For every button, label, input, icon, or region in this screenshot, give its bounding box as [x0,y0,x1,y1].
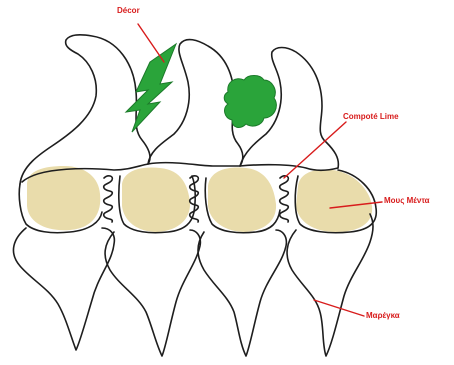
label-compote-lime: Compoté Lime [343,112,399,121]
mousse-fill-1 [27,166,100,230]
decor-green-blob [224,76,276,128]
compote-spiral-1 [104,176,113,222]
bottom-shell-3 [198,230,286,356]
decor-lightning-shard [126,44,176,132]
decor-leader-line [138,24,164,62]
compote-spiral-3 [280,176,289,222]
bottom-shell-4 [287,214,373,356]
label-marengka: Μαρέγκα [366,311,400,320]
bottom-shell-1 [13,228,114,350]
mousse-fill-4 [296,170,372,232]
label-decor: Décor [117,6,140,15]
bottom-shell-2 [105,230,200,356]
mousse-fill-2 [122,168,190,232]
mousse-fill-3 [208,168,276,232]
label-mousse-menta: Μους Μέντα [384,196,430,205]
